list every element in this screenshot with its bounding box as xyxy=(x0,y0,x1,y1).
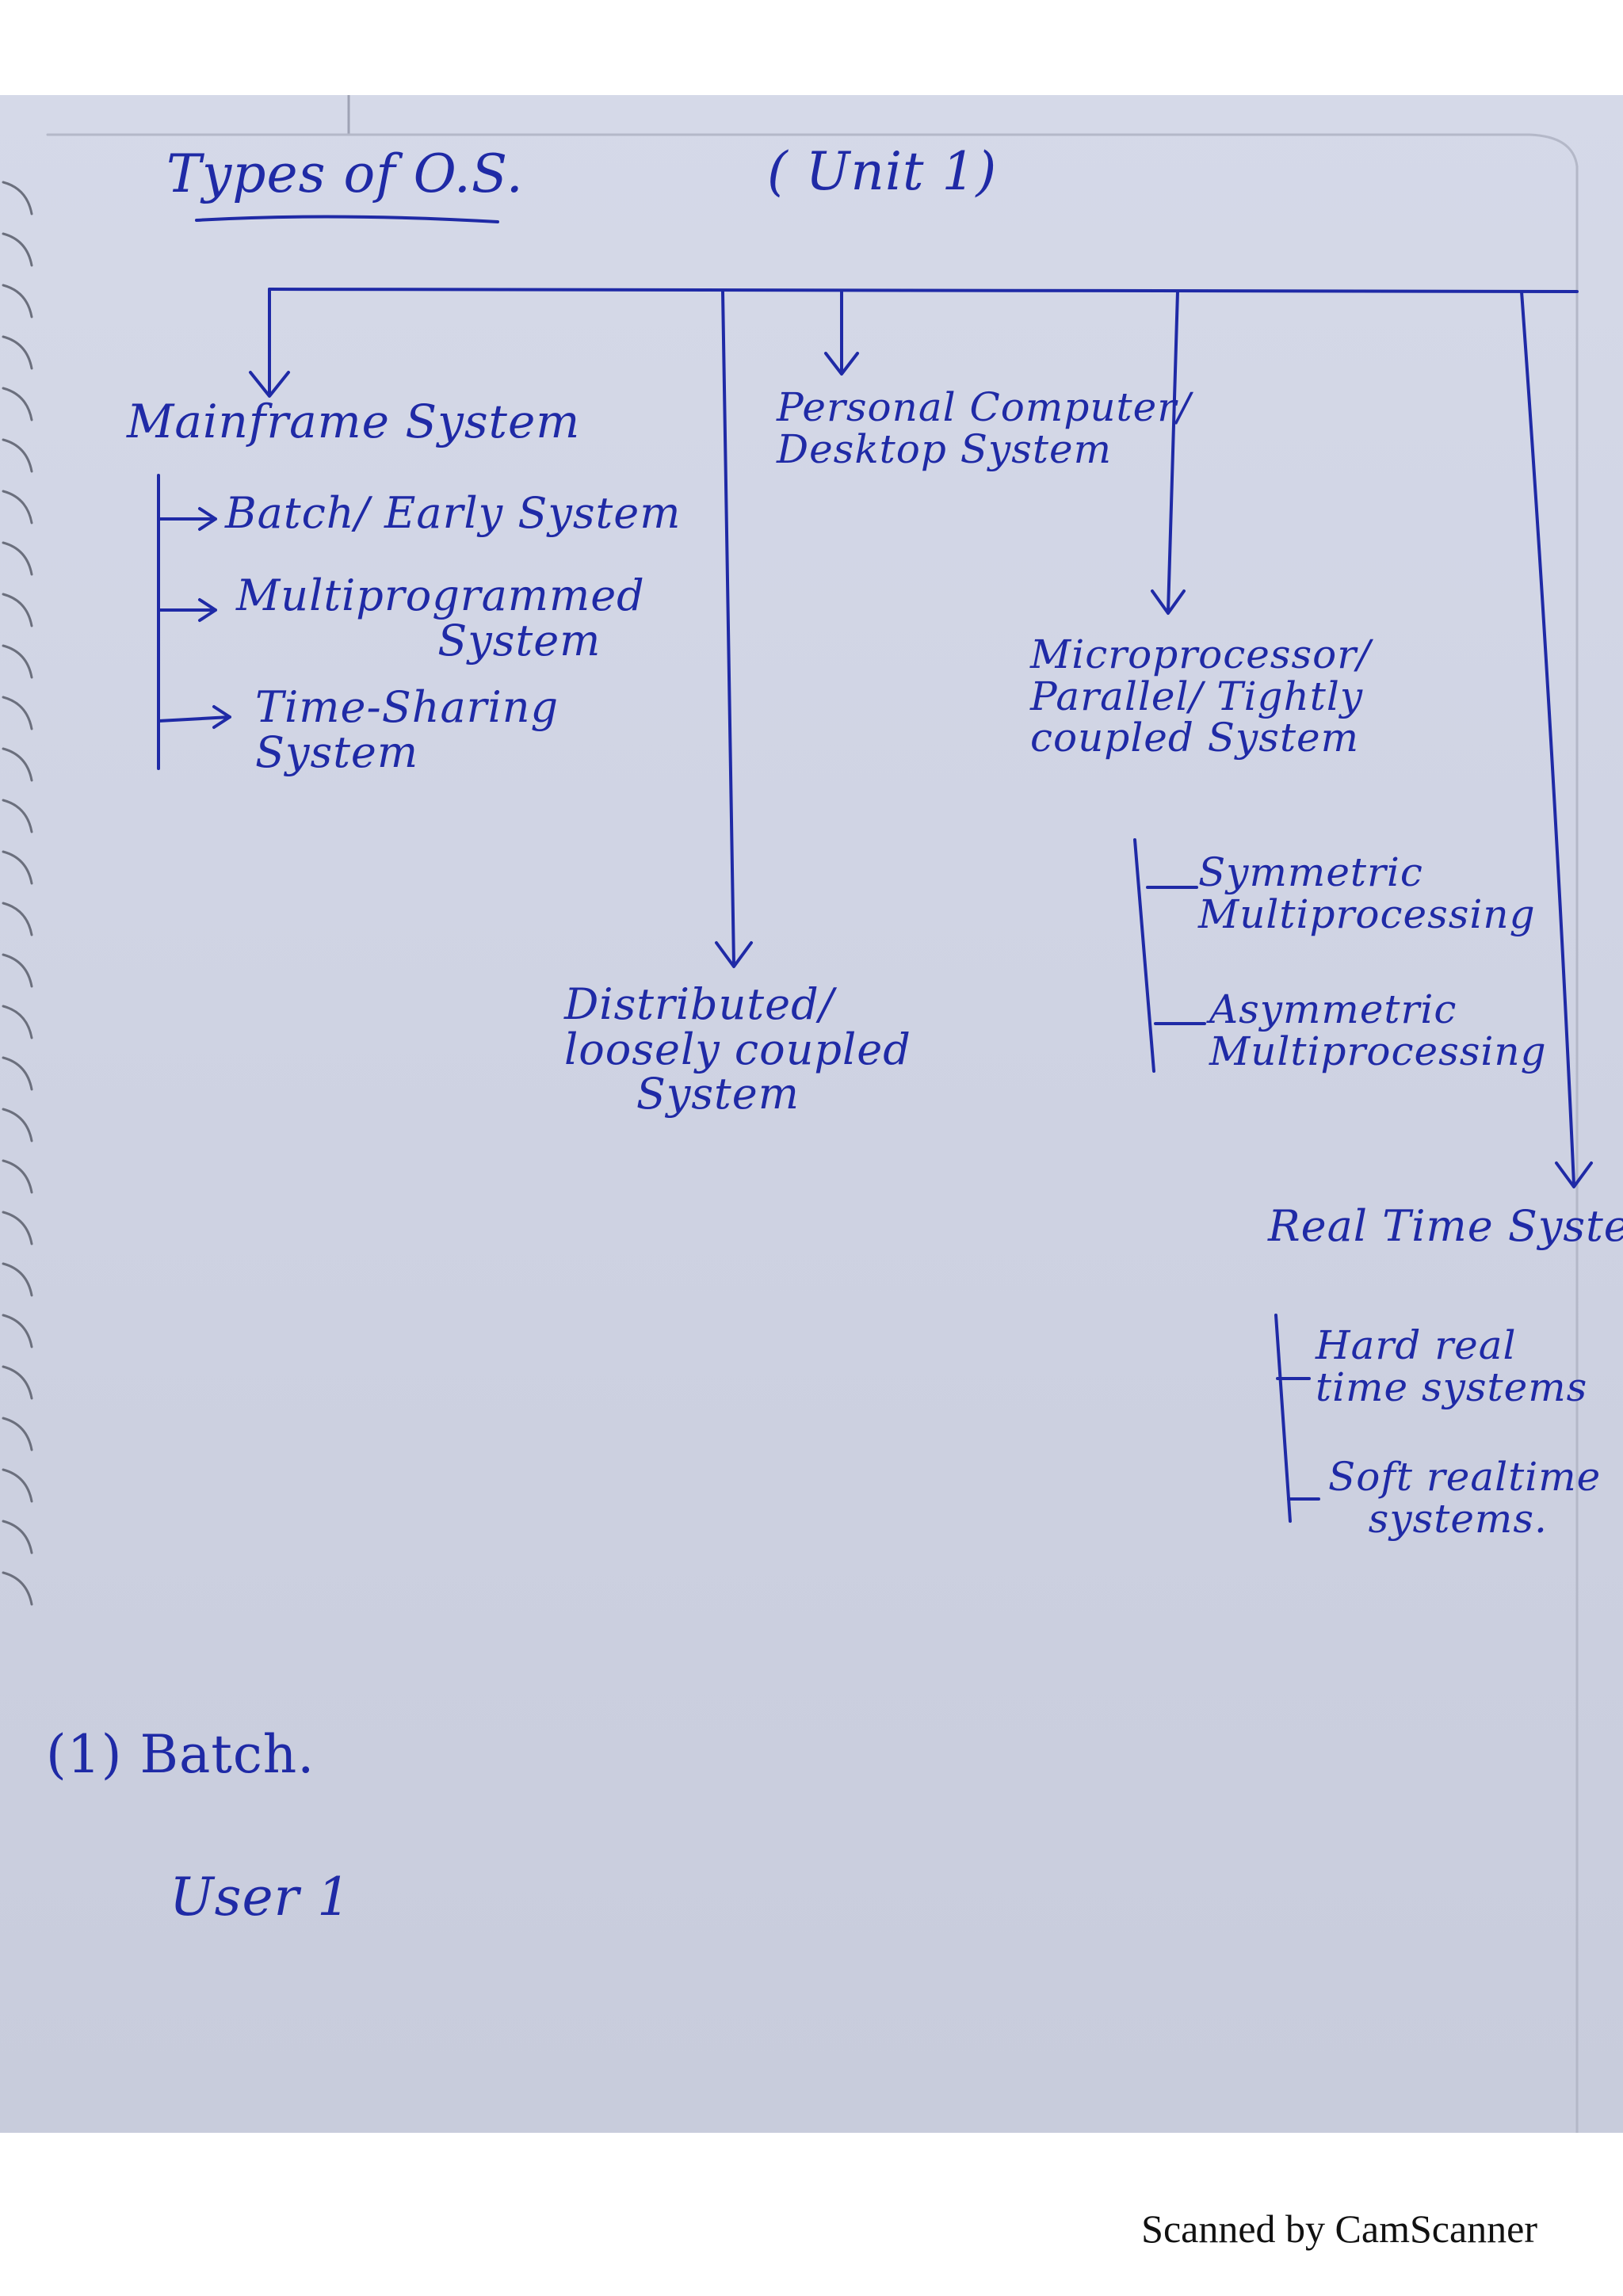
section-batch-heading: (1) Batch. xyxy=(46,1724,315,1785)
realtime-label: Real Time System xyxy=(1268,1201,1623,1251)
user-1-note: User 1 xyxy=(170,1867,352,1928)
top-bar xyxy=(268,288,1579,293)
microprocessor-branch-line xyxy=(1167,290,1179,613)
mainframe-arrowhead xyxy=(249,371,290,398)
realtime-item-soft: Soft realtime systems. xyxy=(1328,1454,1602,1542)
distributed-label: Distributed/ loosely coupled System xyxy=(564,979,911,1119)
title-underline xyxy=(195,215,499,223)
distributed-branch-line xyxy=(721,290,735,967)
distributed-arrowhead xyxy=(715,941,753,968)
scanner-watermark: Scanned by CamScanner xyxy=(1141,2206,1537,2251)
unit-label: ( Unit 1) xyxy=(767,141,998,202)
mainframe-item-batch: Batch/ Early System xyxy=(225,488,682,538)
realtime-branch-line xyxy=(1520,290,1575,1186)
personal-computer-label: Personal Computer/ Desktop System xyxy=(777,384,1191,472)
microprocessor-arrowhead xyxy=(1151,589,1186,615)
microprocessor-label: Microprocessor/ Parallel/ Tightly couple… xyxy=(1030,631,1371,761)
tree-connectors xyxy=(2,95,1593,2133)
realtime-arrowhead xyxy=(1555,1161,1593,1188)
personal-arrowhead xyxy=(824,352,859,376)
microprocessor-item-asymmetric: Asymmetric Multiprocessing xyxy=(1209,986,1547,1074)
notebook-page: Types of O.S. ( Unit 1) Mainframe System… xyxy=(0,95,1623,2133)
page-title: Types of O.S. xyxy=(166,143,524,204)
mainframe-item-multiprogrammed: Multiprogrammed System xyxy=(236,570,645,666)
mainframe-item-time-sharing: Time-Sharing System xyxy=(255,682,559,777)
microprocessor-item-symmetric: Symmetric Multiprocessing xyxy=(1198,849,1536,937)
microprocessor-bracket xyxy=(1133,838,1155,1073)
realtime-item-hard: Hard real time systems xyxy=(1316,1322,1588,1410)
realtime-bracket xyxy=(1274,1314,1292,1523)
spiral-binding xyxy=(2,181,33,1606)
mainframe-label: Mainframe System xyxy=(127,395,581,448)
